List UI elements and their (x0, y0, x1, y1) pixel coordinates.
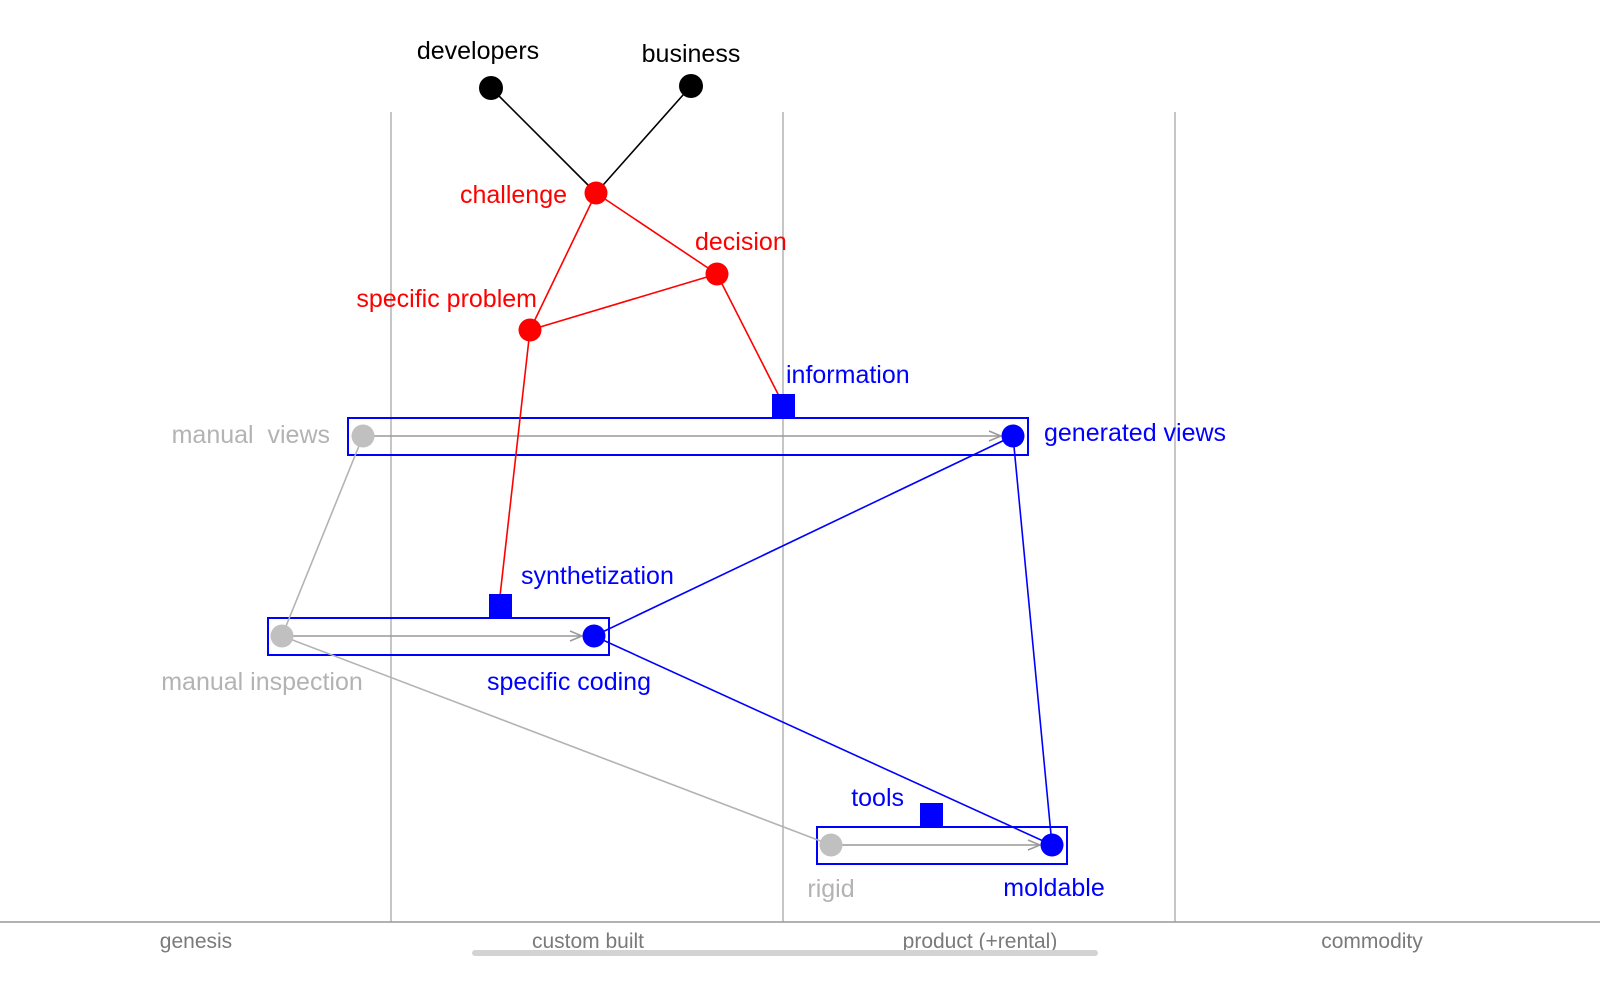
link-decision-specific-problem (529, 273, 718, 331)
node-generated-views[interactable] (1001, 424, 1025, 448)
link-decision-information (716, 273, 781, 399)
link-generated-views-moldable (1012, 435, 1053, 846)
label-specific-coding: specific coding (487, 668, 651, 696)
node-labels: developers business challenge decision s… (161, 37, 1226, 903)
node-moldable[interactable] (1040, 833, 1064, 857)
node-challenge[interactable] (584, 181, 608, 205)
node-developers[interactable] (479, 76, 503, 100)
label-decision: decision (695, 228, 787, 256)
node-business[interactable] (679, 74, 703, 98)
evolution-box-views (347, 417, 1029, 456)
need-nodes (518, 181, 729, 342)
label-developers: developers (417, 37, 539, 65)
legacy-links (281, 435, 832, 846)
evolution-stage-dividers (0, 112, 1600, 923)
node-information[interactable] (772, 394, 795, 417)
link-developers-challenge (490, 87, 597, 194)
horizontal-scrollbar[interactable] (472, 950, 1098, 956)
evolution-axis-labels: genesis custom built product (+rental) c… (160, 930, 1423, 953)
label-rigid: rigid (807, 875, 854, 903)
node-specific-coding[interactable] (582, 624, 606, 648)
link-manual-views-manual-inspection (281, 435, 364, 637)
evolution-box-inspection (267, 617, 610, 656)
label-specific-problem: specific problem (356, 285, 537, 313)
label-manual-inspection: manual inspection (161, 668, 363, 696)
label-manual-views: manual views (172, 421, 330, 449)
practice-nodes-current (270, 424, 843, 857)
node-tools[interactable] (920, 803, 943, 826)
label-business: business (642, 40, 741, 68)
label-challenge: challenge (460, 181, 567, 209)
link-specific-problem-synthetization (499, 329, 531, 597)
label-moldable: moldable (1003, 874, 1104, 902)
need-links (499, 192, 781, 597)
component-links (593, 435, 1053, 846)
user-nodes (479, 74, 703, 100)
evolution-arrows (282, 436, 1040, 845)
link-business-challenge (595, 85, 692, 194)
capability-nodes (489, 394, 943, 826)
node-specific-problem[interactable] (518, 318, 542, 342)
evolution-box-tools (816, 826, 1068, 865)
axis-label-commodity: commodity (1321, 930, 1423, 953)
evolution-boxes (267, 417, 1068, 865)
node-synthetization[interactable] (489, 594, 512, 617)
axis-label-custom-built: custom built (532, 930, 644, 953)
node-manual-views[interactable] (351, 424, 375, 448)
axis-label-product: product (+rental) (903, 930, 1058, 953)
node-manual-inspection[interactable] (270, 624, 294, 648)
axis-label-genesis: genesis (160, 930, 232, 953)
link-specific-coding-moldable (593, 635, 1053, 846)
link-challenge-decision (595, 192, 718, 275)
link-specific-coding-generated-views (593, 435, 1014, 637)
user-links (490, 85, 692, 194)
practice-nodes-evolved (582, 424, 1064, 857)
label-generated-views: generated views (1044, 419, 1226, 447)
label-tools: tools (851, 784, 904, 812)
label-synthetization: synthetization (521, 562, 674, 590)
node-rigid[interactable] (819, 833, 843, 857)
link-manual-inspection-rigid (281, 635, 832, 846)
label-information: information (786, 361, 910, 389)
node-decision[interactable] (705, 262, 729, 286)
link-challenge-specific-problem (529, 192, 597, 331)
